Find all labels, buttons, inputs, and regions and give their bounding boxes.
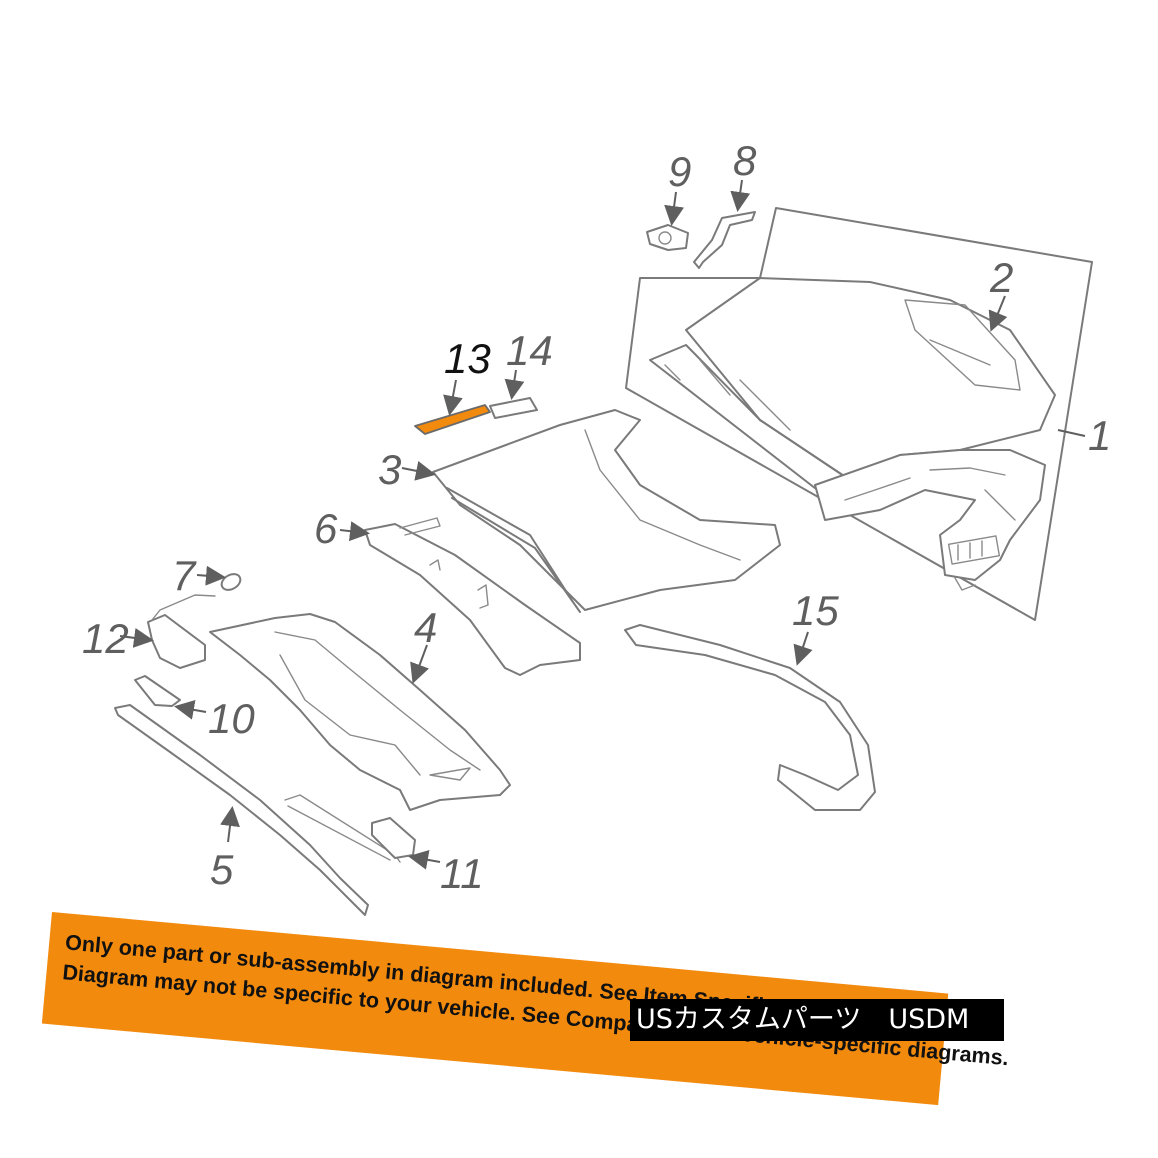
part-5-seal-strip <box>114 704 369 916</box>
callout-10: 10 <box>208 695 255 742</box>
part-8-link <box>693 211 756 269</box>
leader-arrows <box>119 179 1086 870</box>
callout-15: 15 <box>792 587 839 634</box>
part-1-assembly <box>625 207 1093 621</box>
callout-11: 11 <box>440 850 484 897</box>
callout-3: 3 <box>378 446 401 493</box>
part-9-fastener <box>646 224 689 251</box>
callout-2: 2 <box>989 254 1013 301</box>
part-15-weatherstrip <box>624 624 876 811</box>
part-11-harness <box>284 794 416 863</box>
part-2-roof-panel <box>649 277 1056 591</box>
shop-watermark-label: USカスタムパーツ USDM <box>630 999 1004 1041</box>
callout-14: 14 <box>506 327 553 374</box>
part-14-cap <box>489 397 538 419</box>
callout-5: 5 <box>210 846 234 893</box>
callout-9: 9 <box>668 148 691 195</box>
part-3-headliner <box>432 409 781 613</box>
callout-4: 4 <box>414 604 437 651</box>
callout-7: 7 <box>172 552 197 599</box>
part-7-clip <box>220 573 242 591</box>
part-10-bracket <box>134 675 181 707</box>
callout-numbers: 1 2 3 4 5 6 7 8 9 10 11 12 13 14 15 <box>82 137 1111 897</box>
part-12-bracket <box>147 594 216 669</box>
callout-6: 6 <box>314 505 338 552</box>
part-6-trim-strip <box>364 517 581 676</box>
part-4-rear-trim-panel <box>209 613 511 811</box>
callout-13: 13 <box>444 335 491 382</box>
part-13-highlighted <box>414 404 491 435</box>
callout-12: 12 <box>82 615 129 662</box>
callout-1: 1 <box>1088 412 1111 459</box>
callout-8: 8 <box>733 137 757 184</box>
